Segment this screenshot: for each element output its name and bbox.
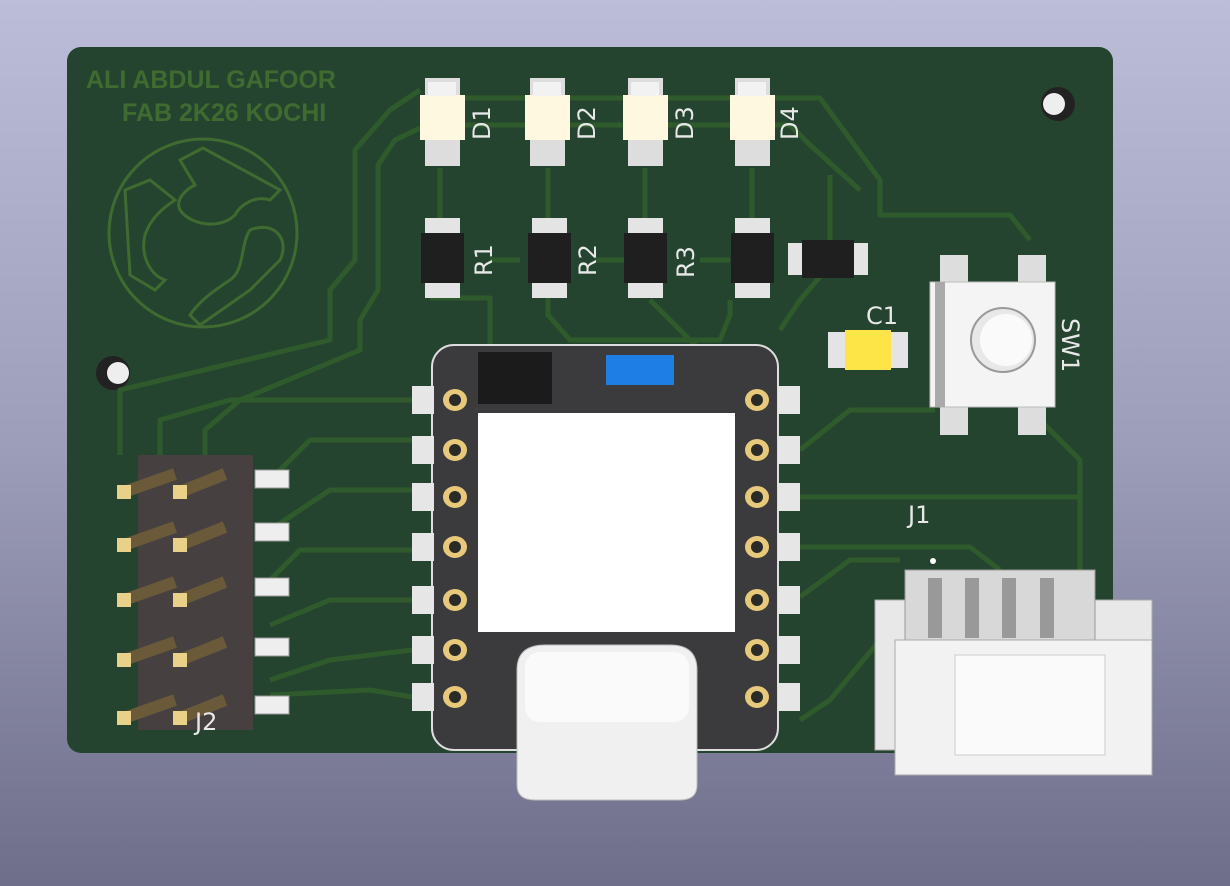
connector-j1 — [874, 558, 1153, 776]
resistor-r1 — [421, 218, 464, 298]
module-pad — [412, 683, 467, 711]
header-pin-row — [117, 521, 290, 552]
label-d3: D3 — [671, 106, 699, 140]
label-d1: D1 — [468, 106, 496, 140]
resistor-r4 — [731, 218, 774, 298]
led-d2 — [525, 78, 570, 166]
module-pad — [745, 386, 800, 414]
module-pad — [412, 386, 467, 414]
lab-text: FAB 2K26 KOCHI — [122, 99, 326, 127]
label-j2: J2 — [193, 708, 217, 736]
label-d4: D4 — [776, 106, 804, 140]
led-indicator — [606, 355, 674, 385]
author-text: ALI ABDUL GAFOOR — [86, 66, 336, 94]
module-pad — [745, 436, 800, 464]
header-pin-row — [117, 636, 290, 667]
label-c1: C1 — [866, 302, 898, 330]
label-j1: J1 — [906, 501, 930, 529]
label-r3: R3 — [672, 246, 700, 278]
copper-traces — [117, 87, 1083, 742]
header-pin-row — [117, 694, 290, 725]
module-pad — [745, 483, 800, 511]
mounting-hole — [1041, 87, 1075, 121]
fab-lab-logo — [107, 137, 299, 329]
capacitor-c1 — [828, 330, 908, 370]
chip — [478, 352, 552, 404]
rf-shield — [478, 413, 735, 632]
usb-c-connector — [516, 644, 698, 801]
module-pad — [412, 586, 467, 614]
label-d2: D2 — [573, 106, 601, 140]
module-pad — [412, 636, 467, 664]
led-d4 — [730, 78, 775, 166]
module-pad — [412, 533, 467, 561]
led-d1 — [420, 78, 465, 166]
push-button-sw1 — [929, 255, 1056, 435]
module-pad — [745, 683, 800, 711]
label-sw1: SW1 — [1056, 318, 1084, 372]
module-pad — [745, 533, 800, 561]
led-d3 — [623, 78, 668, 166]
pin-header-j2 — [117, 455, 290, 730]
label-r2: R2 — [574, 244, 602, 276]
header-pin-row — [117, 468, 290, 499]
module-pad — [745, 586, 800, 614]
microcontroller-module — [431, 344, 779, 751]
module-pads — [412, 386, 800, 711]
resistor-r3 — [624, 218, 667, 298]
module-pad — [745, 636, 800, 664]
module-pad — [412, 436, 467, 464]
module-pad — [412, 483, 467, 511]
resistor-horizontal — [788, 240, 868, 278]
mounting-hole — [96, 356, 130, 390]
header-pin-row — [117, 576, 290, 607]
label-r1: R1 — [470, 244, 498, 276]
resistor-r2 — [528, 218, 571, 298]
